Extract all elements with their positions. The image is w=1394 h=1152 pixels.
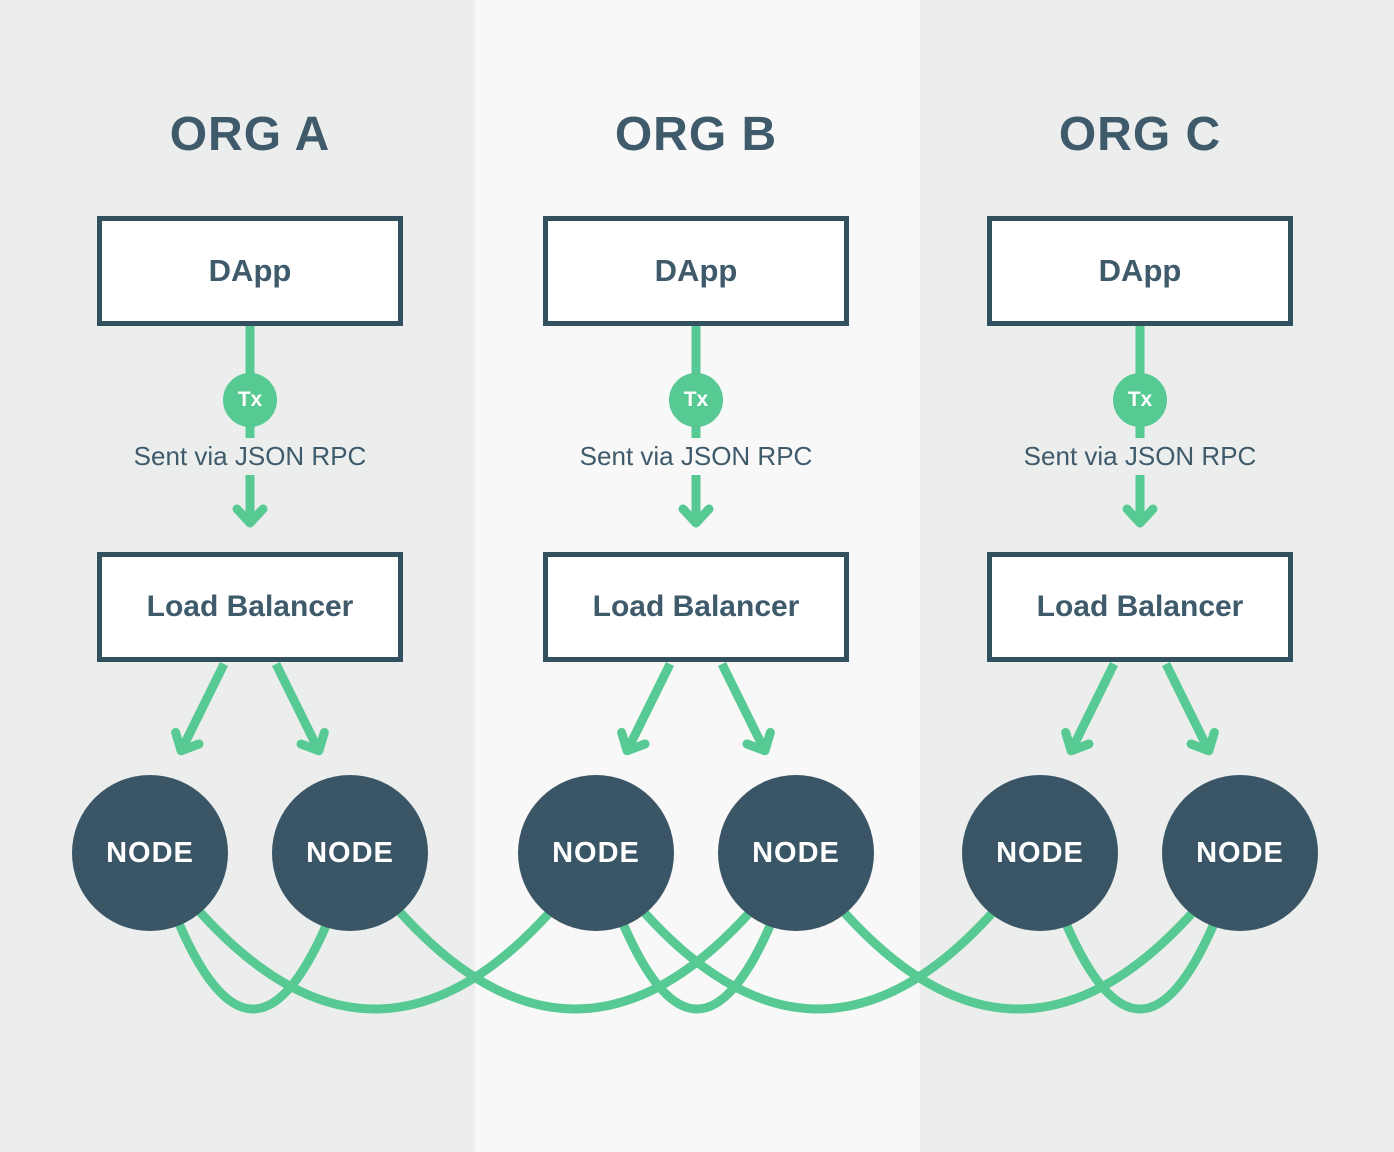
column-bg-org-a bbox=[0, 0, 475, 1152]
column-bg-org-c bbox=[920, 0, 1394, 1152]
column-bg-org-b bbox=[475, 0, 920, 1152]
